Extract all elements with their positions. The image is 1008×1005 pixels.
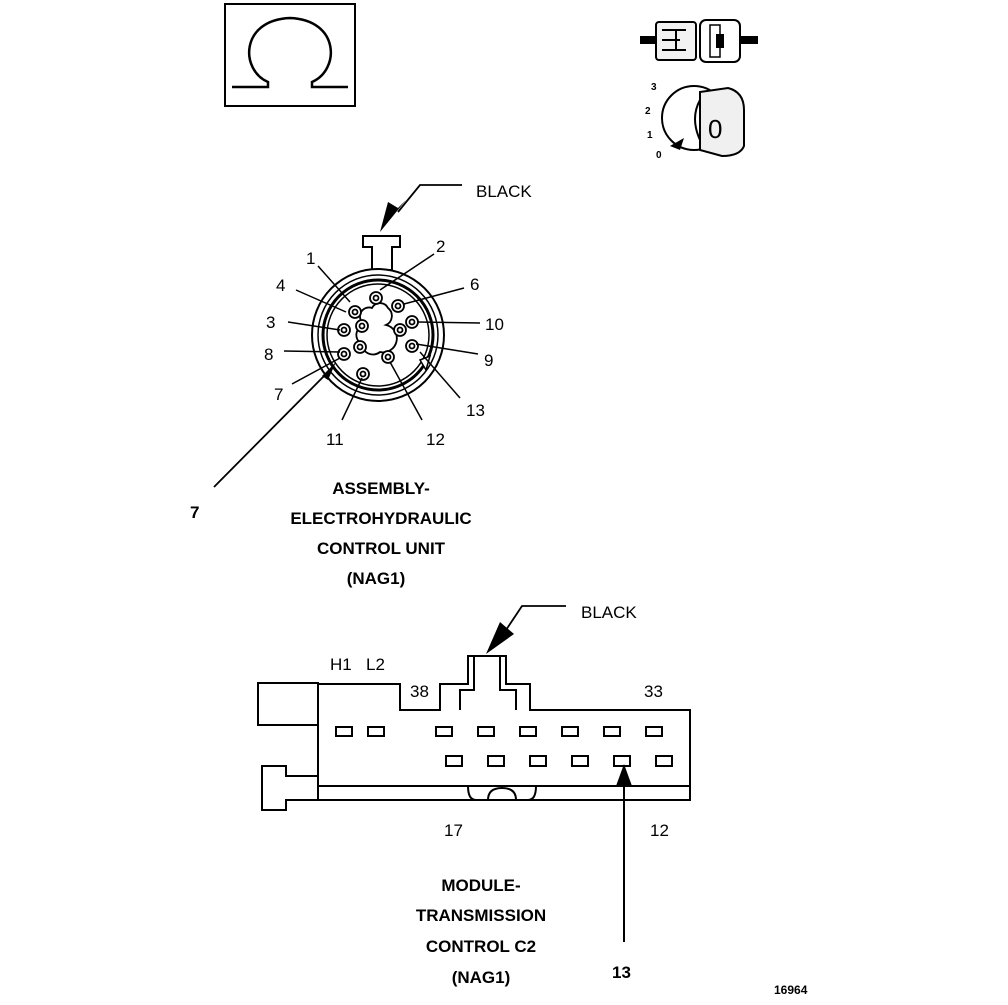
- key-position-1: 1: [647, 130, 653, 141]
- tcm-title-line-1: MODULE-: [441, 876, 520, 895]
- tcm-label-33: 33: [644, 682, 663, 701]
- ohmmeter-symbol-icon: [224, 3, 356, 107]
- ehcu-pin-cavities: [337, 291, 419, 381]
- ehcu-pin-3: 3: [266, 313, 275, 332]
- tcm-title: MODULE- TRANSMISSION CONTROL C2 (NAG1): [416, 876, 546, 987]
- ehcu-pin-leaders: [283, 253, 481, 421]
- tcm-title-line-2: TRANSMISSION: [416, 906, 546, 925]
- ehcu-pin-8: 8: [264, 345, 273, 364]
- ehcu-pin-labels: 1 2 4 6 3 10 8 9 7 13 11 12 7: [190, 237, 504, 522]
- ehcu-color-label: BLACK: [476, 182, 532, 201]
- ignition-key-icon: [640, 19, 758, 158]
- ehcu-pin-10: 10: [485, 315, 504, 334]
- tcm-callout-arrow: [616, 764, 632, 942]
- ehcu-pin-2: 2: [436, 237, 445, 256]
- tcm-label-h1: H1: [330, 655, 352, 674]
- tcm-connector: [257, 655, 691, 811]
- tcm-title-line-3: CONTROL C2: [426, 937, 536, 956]
- tcm-pin-labels: H1 L2 38 33 17 12 13: [330, 655, 669, 982]
- ehcu-pin-11: 11: [326, 430, 344, 449]
- ehcu-pin-1: 1: [306, 249, 315, 268]
- tcm-label-l2: L2: [366, 655, 385, 674]
- key-position-0: 0: [656, 150, 662, 161]
- key-position-2: 2: [645, 106, 651, 117]
- tcm-callout-number: 13: [612, 963, 631, 982]
- ehcu-title-line-4: (NAG1): [347, 569, 406, 588]
- tcm-bottom-row-cavities: [445, 755, 673, 767]
- ehcu-pin-4: 4: [276, 276, 285, 295]
- ehcu-title-line-2: ELECTROHYDRAULIC: [290, 509, 471, 528]
- tcm-top-row-cavities: [335, 726, 663, 737]
- ehcu-title-line-3: CONTROL UNIT: [317, 539, 446, 558]
- ehcu-title: ASSEMBLY- ELECTROHYDRAULIC CONTROL UNIT …: [290, 479, 471, 588]
- ehcu-callout-number: 7: [190, 503, 199, 522]
- ehcu-color-callout: BLACK: [380, 182, 532, 232]
- ehcu-pin-6: 6: [470, 275, 479, 294]
- key-label: 0: [708, 114, 722, 144]
- tcm-label-12: 12: [650, 821, 669, 840]
- key-position-labels: 3 2 1 0 0: [645, 82, 722, 161]
- ehcu-connector: [213, 235, 481, 488]
- tcm-label-38: 38: [410, 682, 429, 701]
- ehcu-pin-9: 9: [484, 351, 493, 370]
- tcm-title-line-4: (NAG1): [452, 968, 511, 987]
- figure-number: 16964: [774, 983, 808, 997]
- tcm-color-callout: BLACK: [486, 603, 637, 654]
- ehcu-pin-7: 7: [274, 385, 283, 404]
- key-position-3: 3: [651, 82, 657, 93]
- ehcu-title-line-1: ASSEMBLY-: [332, 479, 430, 498]
- tcm-label-17: 17: [444, 821, 463, 840]
- ehcu-pin-12: 12: [426, 430, 445, 449]
- tcm-color-label: BLACK: [581, 603, 637, 622]
- ehcu-pin-13: 13: [466, 401, 485, 420]
